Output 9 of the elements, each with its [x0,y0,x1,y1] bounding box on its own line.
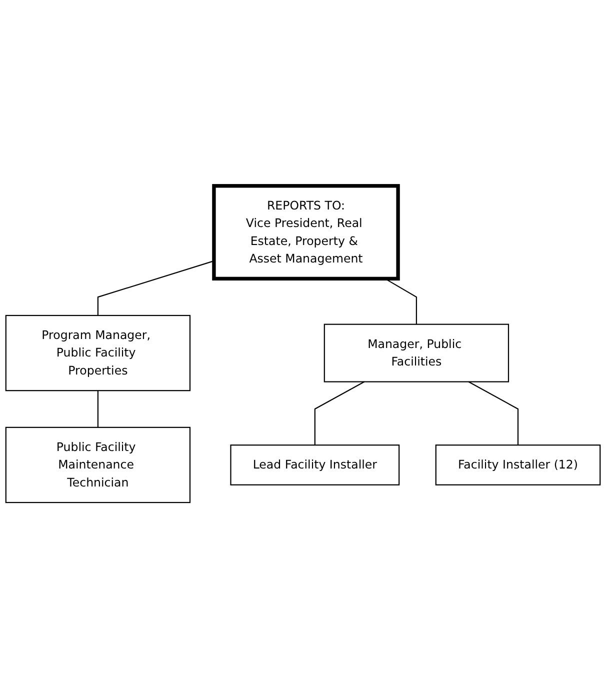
node-box: REPORTS TO: Vice President, Real Estate, Property & Asset Management [212,184,400,281]
node-box: Public Facility Maintenance Technician [5,427,191,504]
connector [468,382,519,446]
connector [314,382,365,446]
node-box: Lead Facility Installer [230,444,400,486]
node-box: Facility Installer (12) [435,444,601,486]
node-box: Program Manager, Public Facility Properties [5,315,191,392]
connector [97,390,98,428]
node-box: Manager, Public Facilities [324,324,510,383]
